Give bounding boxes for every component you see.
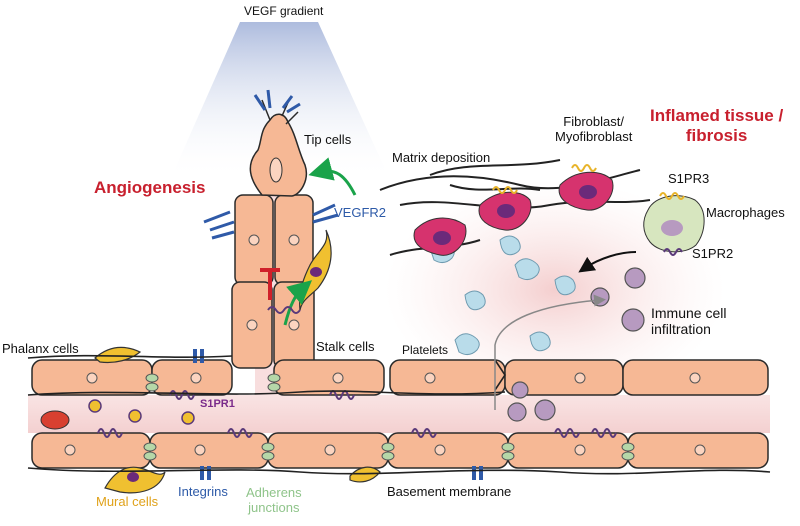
- vegf-gradient-cone: [170, 22, 390, 180]
- integrin-icon: [193, 349, 483, 480]
- stalk-cells-label: Stalk cells: [316, 339, 375, 354]
- matrix-deposition-label: Matrix deposition: [392, 150, 491, 165]
- vegfr2-receptor-icon: [203, 89, 339, 240]
- s1pr-receptor-icon: [97, 390, 617, 438]
- vegf-gradient-label: VEGF gradient: [244, 4, 324, 18]
- inflamed-tissue-label: Inflamed tissue / fibrosis: [650, 106, 783, 147]
- basement-membrane-fibers: [27, 354, 771, 475]
- fibroblast-label: Fibroblast/ Myofibroblast: [555, 114, 633, 145]
- adherens-junction-icon: [143, 373, 635, 461]
- s1pr-receptor-sprout: [267, 306, 301, 314]
- mural-cells-label: Mural cells: [96, 494, 159, 509]
- inhibition-icon: [260, 268, 280, 300]
- black-arrow-icon: [578, 251, 637, 273]
- adherens-line1: Adherens: [246, 485, 302, 500]
- s1pr-fibroblast: [492, 164, 597, 194]
- s1p-ligand-complex: [88, 399, 195, 425]
- lower-vessel-wall: [31, 432, 769, 469]
- s1pr3-label: S1PR3: [668, 171, 710, 186]
- vegfr2-label: VEGFR2: [334, 205, 387, 220]
- immune-cell-infiltration-label: Immune cell infiltration: [651, 305, 726, 337]
- tip-cells-label: Tip cells: [304, 132, 352, 147]
- adherens-junctions-label: Adherens junctions: [246, 485, 302, 516]
- fibroblast-line1: Fibroblast/: [563, 114, 624, 129]
- tip-cell-nucleus: [269, 157, 283, 183]
- infiltration-arrow: [494, 294, 606, 410]
- vessel-lumen: [28, 395, 770, 433]
- fibroblast-line2: Myofibroblast: [555, 128, 633, 144]
- basement-membrane-label: Basement membrane: [387, 484, 512, 499]
- immune-line2: infiltration: [651, 321, 711, 338]
- adherens-line2: junctions: [248, 499, 300, 515]
- s1pr2-coil: [663, 248, 683, 256]
- phalanx-cells-label: Phalanx cells: [2, 341, 79, 356]
- integrins-label: Integrins: [178, 484, 228, 499]
- upper-vessel-wall: [31, 359, 769, 396]
- inflamed-line1: Inflamed tissue /: [650, 106, 784, 125]
- green-arrow-sprout: [283, 280, 313, 326]
- macrophages-label: Macrophages: [706, 205, 785, 220]
- red-blood-cell: [40, 410, 70, 430]
- s1pr3-coil: [659, 192, 685, 200]
- mural-cell-upper: [94, 346, 142, 364]
- s1pr1-label: S1PR1: [200, 398, 235, 410]
- tip-cell: [249, 113, 307, 197]
- green-arrow-icon: [308, 157, 357, 196]
- immune-line1: Immune cell: [651, 305, 727, 321]
- angiogenesis-label: Angiogenesis: [94, 178, 206, 197]
- platelets-label: Platelets: [402, 343, 449, 357]
- s1pr2-label: S1PR2: [692, 246, 734, 261]
- mural-cell-lower-2: [349, 466, 381, 483]
- inflamed-line2: fibrosis: [685, 126, 748, 146]
